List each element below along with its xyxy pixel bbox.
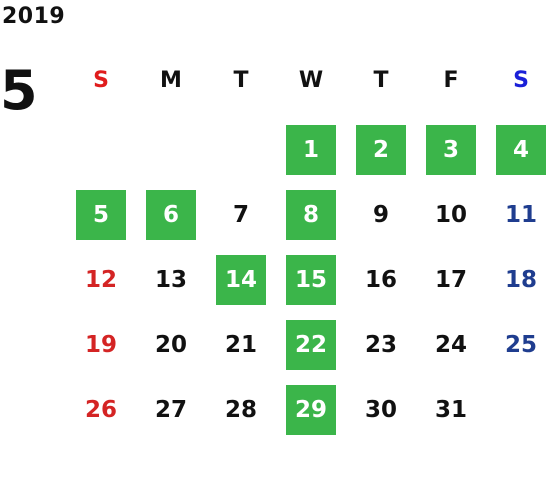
- day-cell-highlighted[interactable]: 8: [286, 190, 336, 240]
- weekday-wed: W: [298, 68, 324, 93]
- day-cell-highlighted[interactable]: 14: [216, 255, 266, 305]
- day-cell[interactable]: 13: [154, 267, 187, 293]
- day-cell[interactable]: 31: [434, 397, 467, 423]
- day-cell[interactable]: 27: [154, 397, 187, 423]
- day-cell-highlighted[interactable]: 4: [496, 125, 546, 175]
- day-cell-highlighted[interactable]: 6: [146, 190, 196, 240]
- weekday-sun: S: [93, 68, 109, 93]
- day-cell-highlighted[interactable]: 15: [286, 255, 336, 305]
- day-cell[interactable]: 28: [224, 397, 257, 423]
- day-cell[interactable]: 25: [504, 332, 537, 358]
- day-cell[interactable]: 16: [364, 267, 397, 293]
- day-cell[interactable]: 11: [504, 202, 537, 228]
- day-cell-highlighted[interactable]: 2: [356, 125, 406, 175]
- day-cell[interactable]: 19: [84, 332, 117, 358]
- month-number: 5: [0, 59, 38, 122]
- weekday-sat: S: [513, 68, 529, 93]
- day-cell-highlighted[interactable]: 22: [286, 320, 336, 370]
- day-cell[interactable]: 9: [372, 202, 389, 228]
- day-cell[interactable]: 26: [84, 397, 117, 423]
- day-cell[interactable]: 23: [364, 332, 397, 358]
- day-cell[interactable]: 18: [504, 267, 537, 293]
- year-label: 2019: [2, 4, 66, 29]
- weekday-tue: T: [233, 68, 249, 93]
- day-cell-highlighted[interactable]: 29: [286, 385, 336, 435]
- day-cell-highlighted[interactable]: 1: [286, 125, 336, 175]
- day-cell-highlighted[interactable]: 5: [76, 190, 126, 240]
- weekday-thu: T: [373, 68, 389, 93]
- day-cell[interactable]: 12: [84, 267, 117, 293]
- day-cell[interactable]: 24: [434, 332, 467, 358]
- weekday-mon: M: [160, 68, 182, 93]
- day-cell[interactable]: 17: [434, 267, 467, 293]
- day-cell[interactable]: 20: [154, 332, 187, 358]
- day-cell-highlighted[interactable]: 3: [426, 125, 476, 175]
- day-cell[interactable]: 21: [224, 332, 257, 358]
- day-cell[interactable]: 30: [364, 397, 397, 423]
- day-cell[interactable]: 10: [434, 202, 467, 228]
- weekday-fri: F: [443, 68, 459, 93]
- day-cell[interactable]: 7: [232, 202, 249, 228]
